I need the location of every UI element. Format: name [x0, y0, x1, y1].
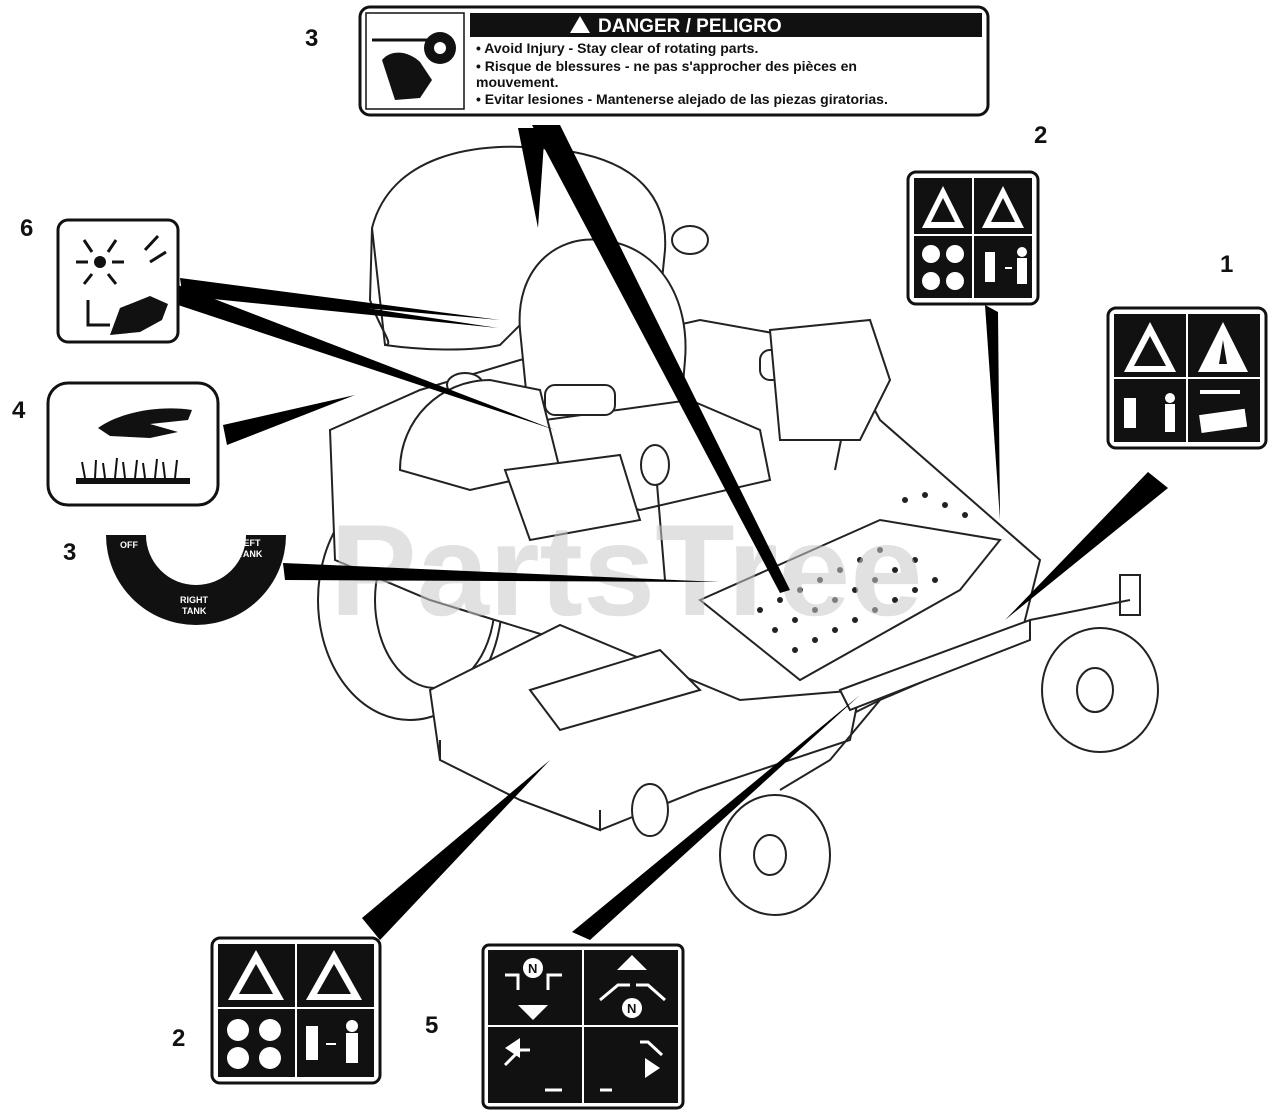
neutral-symbol-2	[622, 998, 642, 1018]
footplate-holes	[757, 492, 968, 653]
mower-deck-skirt	[439, 740, 601, 832]
decal-3-danger: DANGER / PELIGRO • Avoid Injury - Stay c…	[358, 5, 990, 117]
front-bumper	[838, 618, 1031, 712]
mower-illustration	[317, 145, 1159, 916]
caster-wheel-front-left-hub	[753, 834, 787, 876]
leader-1	[1005, 472, 1168, 620]
caster-wheel-front-right	[1041, 627, 1159, 753]
leader-2-top	[985, 305, 1000, 520]
leader-6-c	[178, 285, 555, 430]
bystander-icon	[306, 1026, 318, 1060]
leader-2-bottom	[362, 760, 550, 940]
explosion-burst-icon	[94, 256, 106, 268]
leader-3-left	[283, 563, 720, 582]
leader-5	[572, 695, 860, 940]
callout-5: 5	[425, 1012, 438, 1039]
callout-1: 1	[1220, 251, 1233, 278]
fuel-right-label-2: TANK	[182, 606, 207, 616]
arrow-down-icon	[518, 1005, 548, 1020]
caster-wheel-front-left	[719, 794, 831, 916]
decal-1	[1106, 306, 1268, 450]
decal-2-bottom	[210, 936, 382, 1085]
caster-post-right	[1119, 574, 1141, 616]
callout-3-left: 3	[63, 539, 76, 566]
leader-6-b	[182, 280, 498, 328]
deck-hanger	[528, 648, 702, 732]
fuel-right-label-1: RIGHT	[180, 595, 209, 605]
danger-line-2: • Risque de blessures - ne pas s'approch…	[476, 58, 857, 74]
fender-left	[398, 378, 562, 492]
decal-6-hot-surface	[56, 218, 180, 344]
danger-line-4: • Evitar lesiones - Mantenerse alejado d…	[476, 91, 888, 107]
callout-3-top: 3	[305, 25, 318, 52]
no-slope-icon	[922, 245, 940, 263]
leader-wedges	[178, 125, 1168, 940]
armrest-left	[544, 384, 616, 416]
svg-text:N: N	[627, 1001, 636, 1016]
leader-3-top-a	[518, 128, 545, 228]
lever-left-grip	[640, 444, 670, 486]
deck-gauge-wheel	[631, 783, 669, 837]
callout-4: 4	[12, 397, 26, 424]
leader-6-a	[180, 278, 500, 320]
decal-3-fuel-selector: OFF LEFT TANK RIGHT TANK	[106, 535, 286, 625]
decal-5-motion-control: N N	[481, 943, 685, 1110]
danger-triangle-icon	[570, 16, 590, 33]
callout-6: 6	[20, 215, 33, 242]
callout-2-bottom: 2	[172, 1025, 185, 1052]
fuel-left-label-2: TANK	[238, 549, 263, 559]
decal-4-hand-grass	[46, 381, 220, 507]
danger-line-1: • Avoid Injury - Stay clear of rotating …	[476, 40, 758, 56]
rotating-parts-hand-icon	[382, 52, 432, 100]
decal-2-top	[906, 170, 1040, 306]
arrow-up-icon	[617, 955, 647, 970]
control-panel	[503, 453, 642, 542]
fuel-left-label-1: LEFT	[238, 538, 261, 548]
caster-arm-right	[1029, 599, 1131, 621]
arrow-right-icon	[645, 1058, 660, 1078]
caster-wheel-front-right-hub	[1076, 667, 1114, 713]
bystander-icon	[985, 252, 995, 282]
fender-right	[768, 318, 892, 441]
fuel-off-label: OFF	[120, 540, 138, 550]
burn-hand-icon	[110, 296, 168, 335]
leader-3-top-b	[532, 125, 790, 593]
fuel-cap-right	[671, 225, 709, 255]
bystander-icon	[1124, 398, 1136, 428]
svg-text:N: N	[528, 961, 537, 976]
bagger-side	[368, 227, 390, 346]
danger-title: DANGER / PELIGRO	[598, 16, 782, 37]
neutral-symbol-1	[523, 958, 543, 978]
danger-line-3: mouvement.	[476, 74, 558, 90]
arrow-left-icon	[505, 1038, 520, 1058]
danger-title-bar	[470, 13, 982, 37]
leader-4	[223, 395, 355, 445]
fuel-selector-inner	[146, 535, 246, 585]
footplate	[698, 518, 1002, 682]
no-slope-icon	[227, 1019, 249, 1041]
callout-2-top: 2	[1034, 122, 1047, 149]
caster-arm-left	[779, 699, 881, 791]
hand-icon	[98, 408, 192, 438]
grass-cut-icon	[76, 478, 190, 484]
